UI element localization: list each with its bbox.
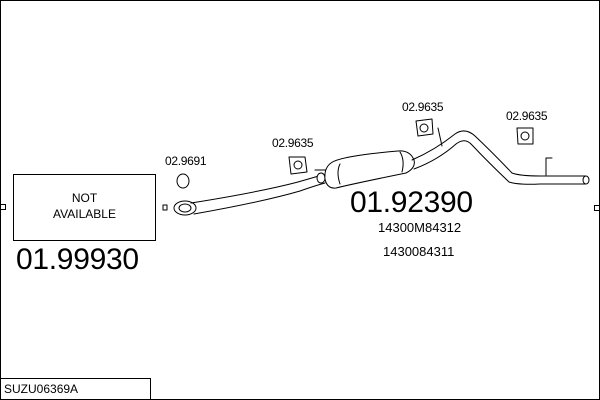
front-pipe: [190, 174, 326, 215]
not-available-line1: NOT: [71, 191, 98, 205]
front-flange: [173, 200, 197, 216]
not-available-box: NOT AVAILABLE: [13, 174, 156, 241]
hanger-rear-label: 02.9635: [506, 109, 548, 123]
rubber-hanger-upper: [415, 118, 434, 137]
front-pipe-end-marker: [162, 204, 168, 211]
muffler-body: [324, 150, 415, 189]
front-flange-inner: [178, 203, 192, 213]
hanger-upper-label: 02.9635: [402, 100, 444, 114]
tail-pipe-outlet: [582, 175, 590, 185]
muffler-oem-number-2: 1430084311: [383, 244, 455, 259]
muffler-part-number: 01.92390: [350, 186, 473, 219]
model-code-box: SUZU06369A: [0, 378, 151, 399]
not-available-line2: AVAILABLE: [53, 207, 116, 221]
not-available-part-number: 01.99930: [16, 243, 139, 276]
clamp-front-label: 02.9691: [165, 154, 207, 168]
model-code: SUZU06369A: [4, 382, 79, 396]
rubber-hanger-rear: [516, 127, 534, 145]
muffler-oem-number-1: 14300M84312: [378, 220, 462, 235]
clamp-ring-part: [176, 173, 190, 189]
hanger-middle-label: 02.9635: [272, 136, 314, 150]
tail-pipe: [411, 130, 587, 185]
rubber-hanger-middle: [288, 156, 308, 175]
left-edge-marker: [0, 204, 6, 210]
inlet-clamp: [316, 172, 326, 184]
